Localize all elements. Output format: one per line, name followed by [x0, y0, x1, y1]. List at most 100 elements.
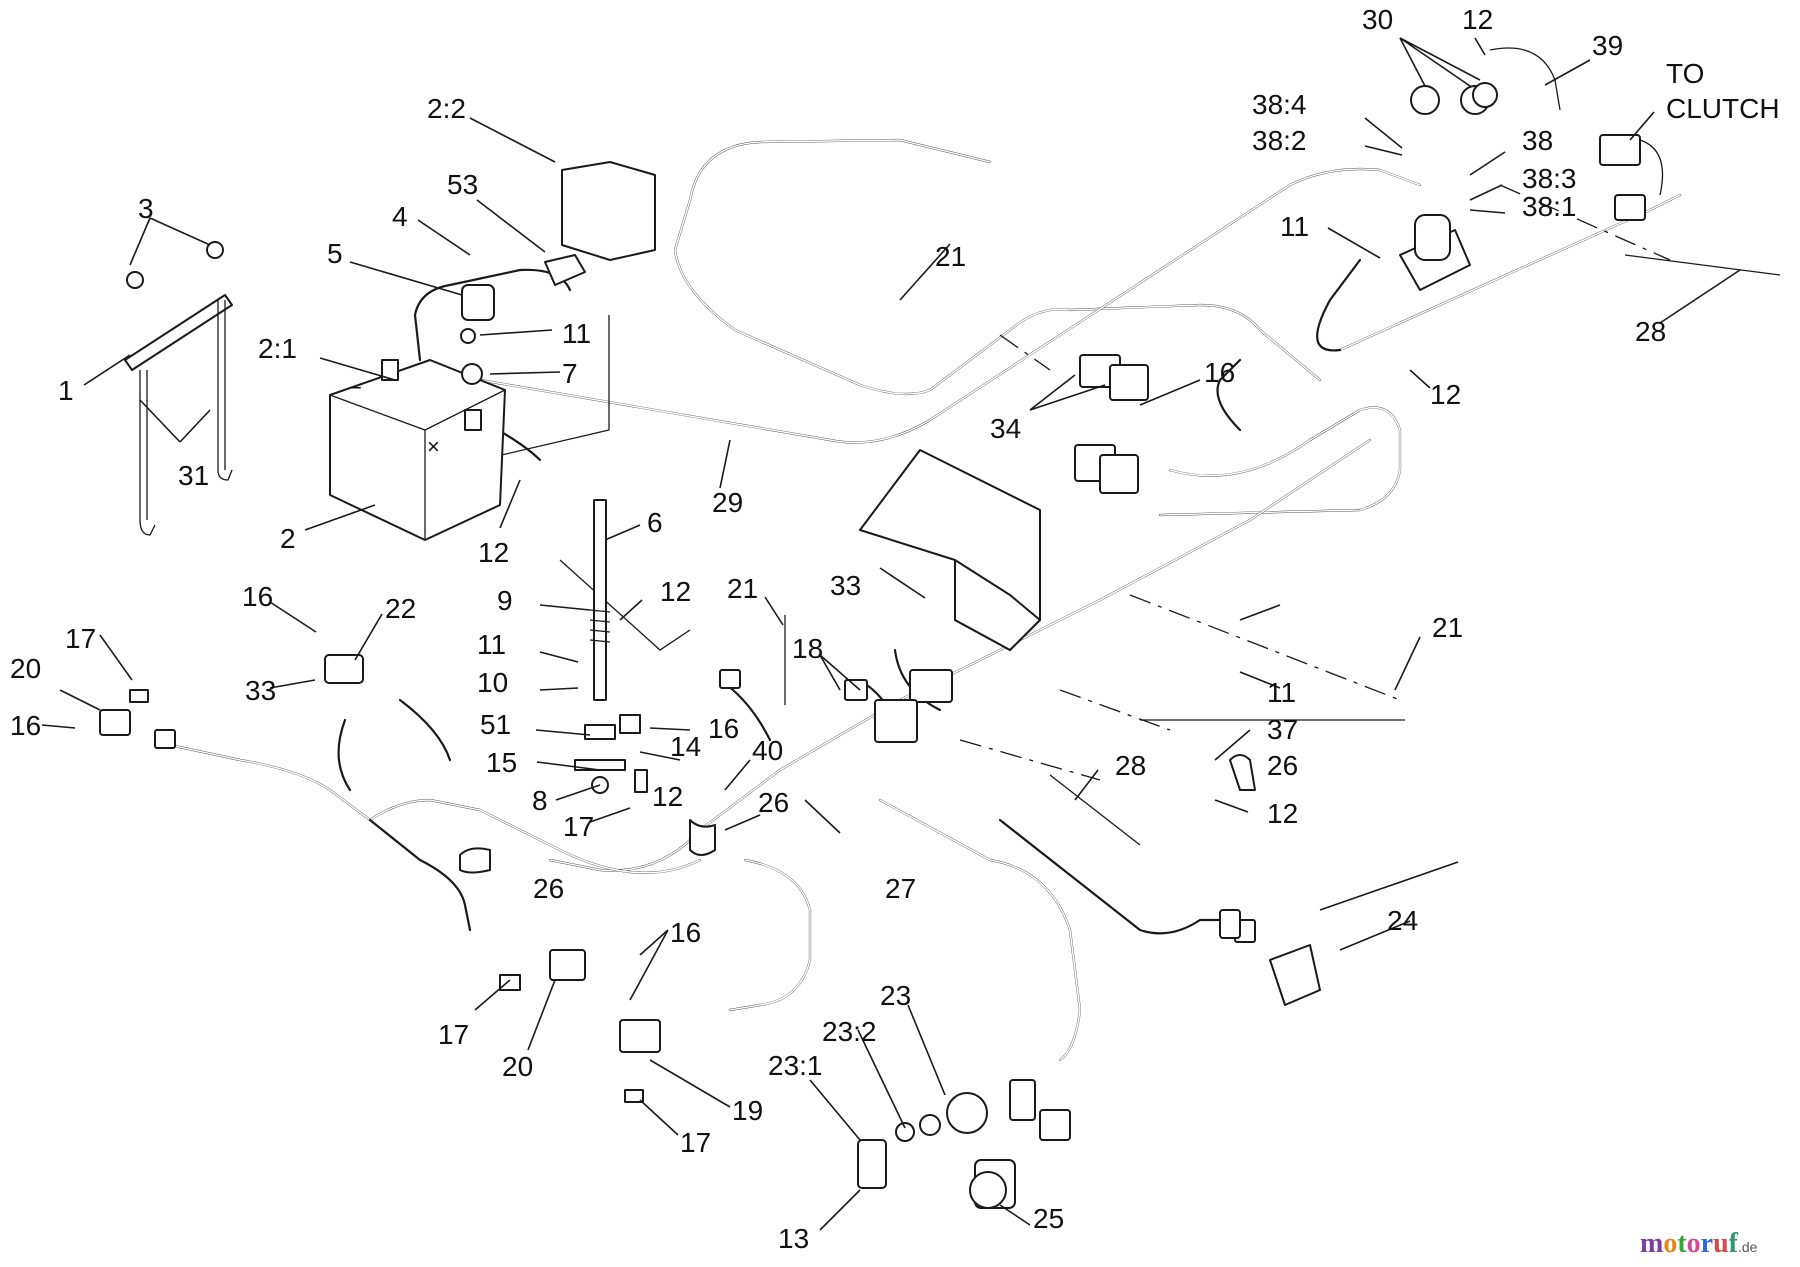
battery: [329, 359, 506, 541]
callout-28: 28: [1635, 316, 1666, 347]
callout-12: 12: [652, 781, 683, 812]
callout-38-4: 38:4: [1252, 89, 1307, 120]
positive-symbol: ×: [427, 434, 440, 459]
clutch-note-line-1: TO: [1666, 58, 1704, 89]
watermark-letter: m: [1640, 1228, 1663, 1259]
callout-17: 17: [680, 1127, 711, 1158]
callout-12: 12: [478, 537, 509, 568]
callout-16: 16: [670, 917, 701, 948]
callout-38-1: 38:1: [1522, 191, 1577, 222]
callout-29: 29: [712, 487, 743, 518]
clamps: [459, 754, 1256, 874]
connectors: [154, 669, 1256, 943]
callout-26: 26: [758, 787, 789, 818]
callout-12: 12: [1267, 798, 1298, 829]
cable-parts: [460, 161, 656, 385]
callout-27: 27: [885, 873, 916, 904]
callout-23-2: 23:2: [822, 1016, 877, 1047]
callout-25: 25: [1033, 1203, 1064, 1234]
callout-1: 1: [58, 375, 74, 406]
callout-3: 3: [138, 193, 154, 224]
callout-16: 16: [708, 713, 739, 744]
callout-30: 30: [1362, 4, 1393, 35]
callout-8: 8: [532, 785, 548, 816]
callout-51: 51: [480, 709, 511, 740]
callout-38-2: 38:2: [1252, 125, 1307, 156]
callout-17: 17: [563, 811, 594, 842]
hour-meter: [1269, 944, 1321, 1006]
callout-18: 18: [792, 633, 823, 664]
callout-12: 12: [1430, 379, 1461, 410]
cable-ties: [784, 254, 1781, 846]
callout-20: 20: [10, 653, 41, 684]
callout-21: 21: [727, 573, 758, 604]
callout-9: 9: [497, 585, 513, 616]
callout-33: 33: [830, 570, 861, 601]
relays: [1074, 354, 1149, 494]
callout-33: 33: [245, 675, 276, 706]
callout-10: 10: [477, 667, 508, 698]
leader-lines: [41, 37, 1741, 1231]
alignment-lines: [479, 184, 1671, 781]
watermark-suffix: .de: [1738, 1239, 1758, 1255]
mounting-plate: [859, 449, 1041, 651]
callout-17: 17: [438, 1019, 469, 1050]
callout-7: 7: [562, 358, 578, 389]
callout-2-1: 2:1: [258, 333, 297, 364]
callout-40: 40: [752, 735, 783, 766]
watermark-letter: o: [1687, 1228, 1701, 1259]
clutch-connector: [1599, 134, 1664, 221]
callout-28: 28: [1115, 750, 1146, 781]
watermark: motoruf.de: [1640, 1228, 1758, 1259]
callout-5: 5: [327, 238, 343, 269]
callout-23-1: 23:1: [768, 1050, 823, 1081]
watermark-letter: r: [1701, 1228, 1713, 1259]
callout-11: 11: [477, 629, 506, 660]
callout-24: 24: [1387, 905, 1418, 936]
watermark-letter: t: [1677, 1228, 1687, 1259]
watermark-letter: u: [1713, 1228, 1729, 1259]
callout-53: 53: [447, 169, 478, 200]
hold-down-rods: [124, 241, 233, 536]
callout-labels: 30 12 39 38:4 38:2 38 38:3 38:1 11 28 12…: [10, 4, 1666, 1254]
callout-17: 17: [65, 623, 96, 654]
callout-23: 23: [880, 980, 911, 1011]
callout-12: 12: [660, 576, 691, 607]
callout-2-2: 2:2: [427, 93, 466, 124]
interlock-switches: [99, 654, 661, 1103]
callout-26: 26: [1267, 750, 1298, 781]
callout-31: 31: [178, 460, 209, 491]
watermark-letter: o: [1663, 1228, 1677, 1259]
callout-11: 11: [562, 318, 591, 349]
clutch-note-line-2: CLUTCH: [1666, 93, 1780, 124]
callout-21: 21: [935, 241, 966, 272]
watermark-letter: f: [1729, 1228, 1739, 1259]
harness-plugs: [1009, 909, 1241, 1141]
negative-symbol: −: [349, 375, 362, 400]
callout-38-3: 38:3: [1522, 163, 1577, 194]
callout-16: 16: [1204, 357, 1235, 388]
callout-12: 12: [1462, 4, 1493, 35]
callout-11: 11: [1267, 677, 1296, 708]
callout-13: 13: [778, 1223, 809, 1254]
callout-20: 20: [502, 1051, 533, 1082]
callout-34: 34: [990, 413, 1021, 444]
callout-6: 6: [647, 507, 663, 538]
callout-16: 16: [10, 710, 41, 741]
callout-16: 16: [242, 581, 273, 612]
callout-19: 19: [732, 1095, 763, 1126]
callout-15: 15: [486, 747, 517, 778]
callout-2: 2: [280, 523, 296, 554]
callout-38: 38: [1522, 125, 1553, 156]
callout-39: 39: [1592, 30, 1623, 61]
seat-switch-bolt: [574, 499, 648, 794]
pto-switch: [969, 1159, 1016, 1209]
callout-26: 26: [533, 873, 564, 904]
callout-14: 14: [670, 731, 701, 762]
callout-21: 21: [1432, 612, 1463, 643]
callout-37: 37: [1267, 714, 1298, 745]
callout-11: 11: [1280, 211, 1309, 242]
callout-22: 22: [385, 593, 416, 624]
starter-solenoid: [1399, 47, 1561, 291]
